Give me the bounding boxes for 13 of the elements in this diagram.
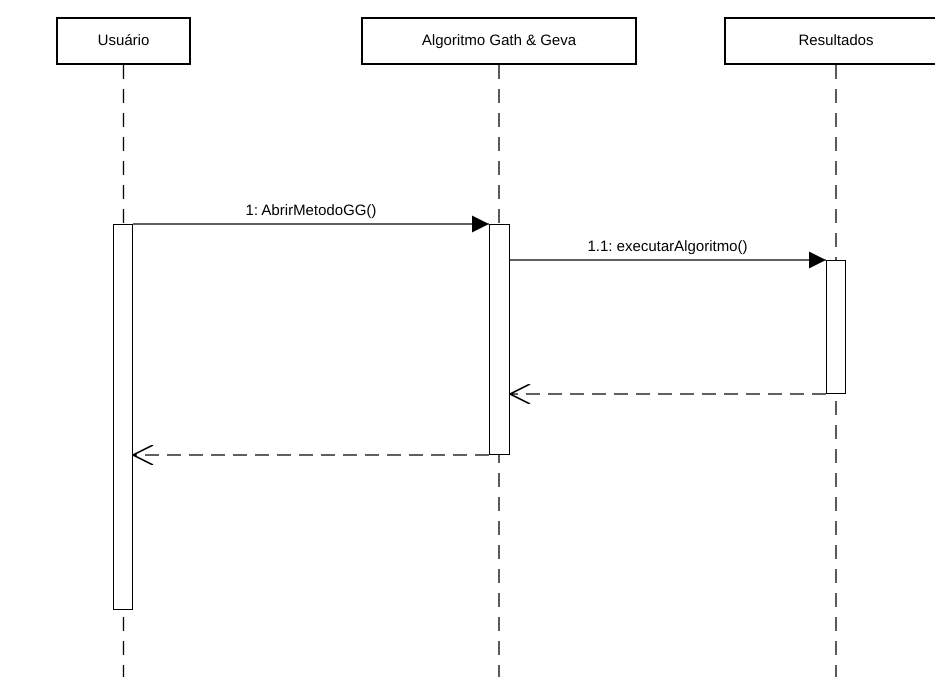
participant-name: Algoritmo Gath & Geva [422,30,576,51]
lifeline-header [361,17,637,65]
activation-bar [113,224,133,610]
lifeline-header [724,17,935,65]
lifeline-header [56,17,191,65]
activation-bar [489,224,510,455]
activation-bar [826,260,846,394]
message-arrow [133,216,489,232]
participant-name: Usuário [98,30,150,51]
message-arrow [510,252,826,268]
return-arrow [132,444,489,466]
return-arrow [509,383,826,405]
participant-name: Resultados [798,30,874,51]
